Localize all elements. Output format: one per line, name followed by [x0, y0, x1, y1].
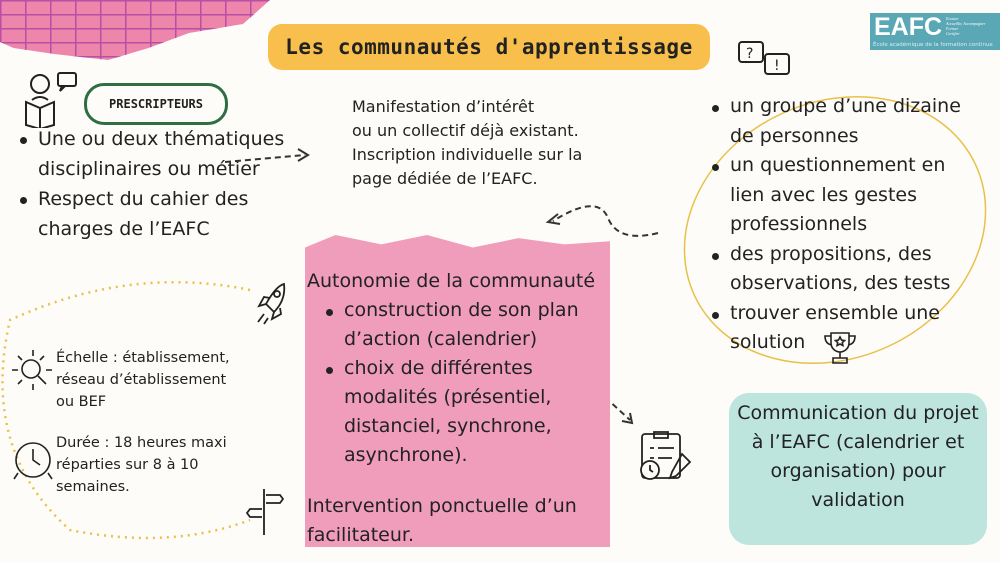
signpost-icon [245, 489, 284, 535]
svg-text:!: ! [774, 58, 780, 74]
list-item: trouver ensemble une solution [708, 299, 978, 358]
rocket-icon [257, 282, 286, 325]
magnifier-scale-icon [12, 350, 52, 390]
list-item: un questionnement en lien avec les geste… [708, 151, 978, 240]
autonomie-heading: Autonomie de la communauté [307, 270, 596, 292]
prescripteurs-list: Une ou deux thématiques disciplinaires o… [16, 124, 286, 244]
list-item: Une ou deux thématiques disciplinaires o… [16, 124, 286, 184]
question-bubbles-icon: ?! [738, 41, 790, 75]
echelle-text: Échelle : établissement, réseau d’établi… [56, 350, 230, 410]
list-item: choix de différentes modalités (présenti… [322, 354, 602, 470]
reader-icon [25, 72, 77, 128]
checklist-clock-icon [640, 431, 692, 480]
facilitateur-text: Intervention ponctuelle d’un facilitateu… [307, 495, 577, 546]
autonomie-panel [305, 235, 610, 547]
clock-brain-icon [13, 442, 53, 480]
autonomie-list: construction de son plan d’action (calen… [322, 296, 602, 470]
list-item: construction de son plan d’action (calen… [322, 296, 602, 354]
trophy-icon [824, 332, 856, 364]
list-item: des propositions, des observations, des … [708, 240, 978, 299]
duree-text: Durée : 18 heures maxi réparties sur 8 à… [56, 435, 227, 495]
svg-text:?: ? [746, 46, 753, 62]
groupe-list: un groupe d’une dizaine de personnes un … [708, 92, 978, 358]
prescripteurs-badge: PRESCRIPTEURS [84, 83, 228, 125]
page-title: Les communautés d'apprentissage [268, 24, 710, 70]
list-item: un groupe d’une dizaine de personnes [708, 92, 978, 151]
communication-box: Communication du projet à l’EAFC (calend… [729, 393, 987, 545]
list-item: Respect du cahier des charges de l’EAFC [16, 184, 286, 244]
